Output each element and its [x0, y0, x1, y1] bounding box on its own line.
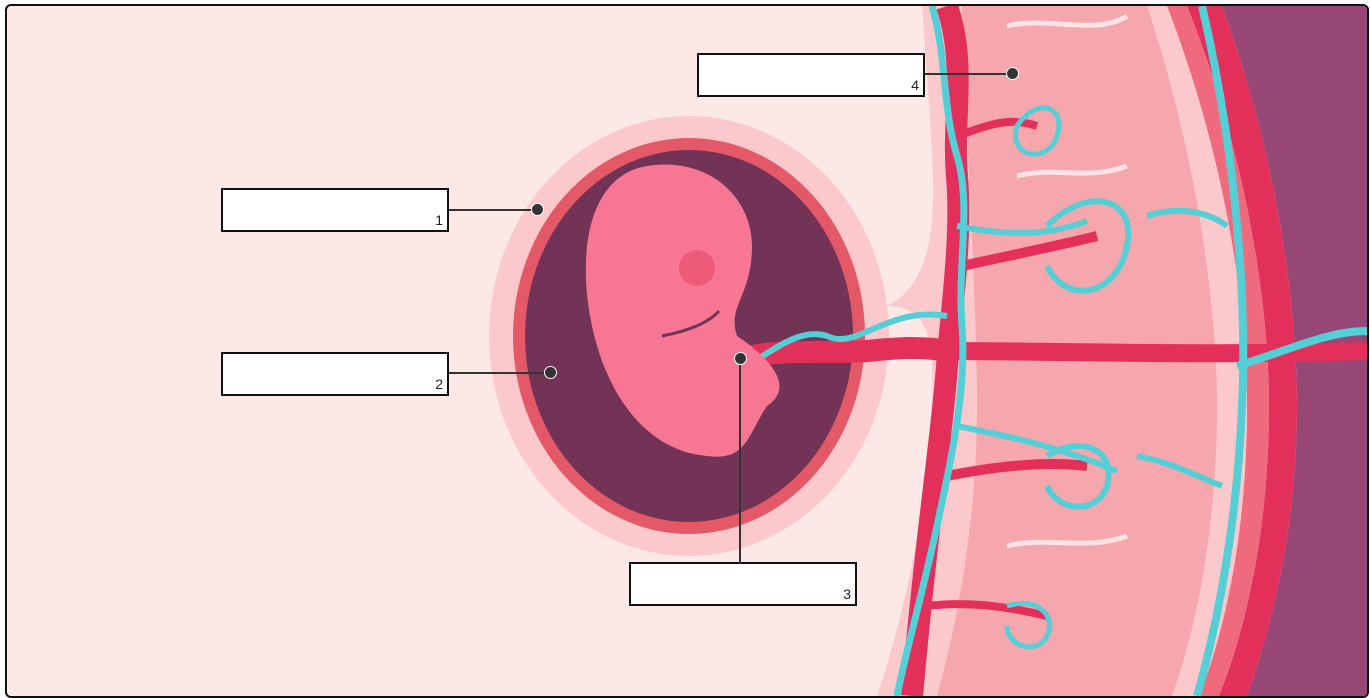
label-box-4[interactable]: 4	[697, 53, 925, 97]
pointer-dot-1	[531, 203, 544, 216]
label-1-number: 1	[435, 212, 443, 228]
label-box-1[interactable]: 1	[221, 188, 449, 232]
label-4-number: 4	[911, 77, 919, 93]
label-box-3[interactable]: 3	[629, 562, 857, 606]
leader-line-4	[925, 73, 1011, 75]
label-2-number: 2	[435, 376, 443, 392]
leader-line-3	[739, 358, 741, 564]
label-3-number: 3	[843, 586, 851, 602]
label-box-2[interactable]: 2	[221, 352, 449, 396]
pointer-dot-3	[734, 352, 747, 365]
leader-line-1	[449, 209, 537, 211]
leader-line-2	[449, 372, 549, 374]
pointer-dot-4	[1006, 67, 1019, 80]
pointer-dot-2	[544, 366, 557, 379]
diagram-frame: 1 2 3 4	[5, 4, 1369, 698]
